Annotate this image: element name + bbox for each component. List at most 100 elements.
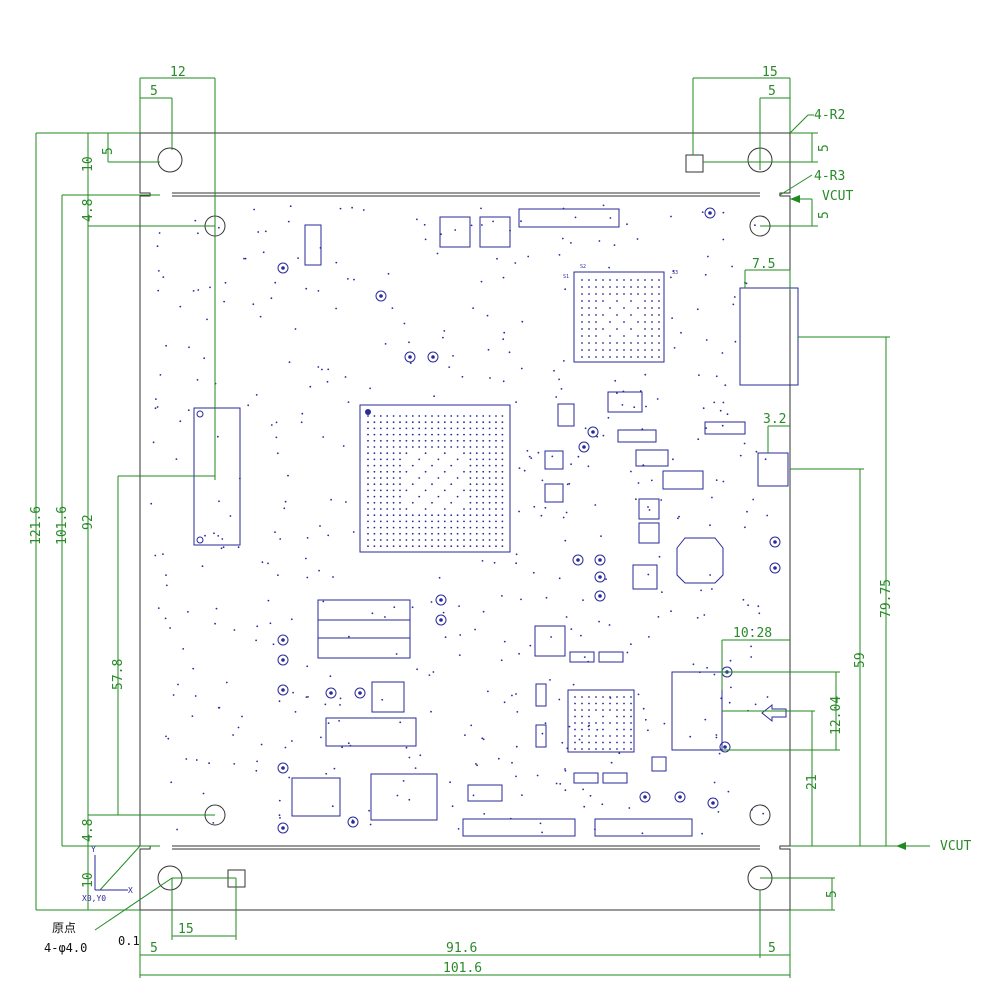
soc-ball [450, 427, 453, 430]
via [201, 565, 204, 568]
qfn-pad [630, 702, 632, 705]
via [582, 788, 584, 791]
soc-ball [450, 483, 453, 486]
via [481, 560, 484, 562]
via [670, 276, 672, 279]
soc-ball [488, 495, 491, 498]
soc-ball [450, 464, 453, 467]
via [566, 747, 569, 750]
soc-ball [456, 539, 459, 541]
soc-ball [443, 539, 446, 541]
soc-ball [469, 514, 472, 517]
soc-ball [437, 545, 440, 548]
via [568, 725, 571, 728]
round-pad-center [678, 795, 682, 799]
bga-ball [630, 356, 632, 358]
via [220, 547, 223, 550]
soc-ball [379, 526, 382, 529]
soc-ball [367, 514, 369, 517]
qfn-pad [588, 748, 590, 750]
soc-ball [367, 464, 369, 467]
via [267, 562, 269, 565]
via [511, 694, 513, 697]
via [689, 735, 692, 738]
soc-ball [418, 520, 421, 523]
via [270, 297, 273, 300]
soc-ball [373, 514, 376, 517]
via [391, 307, 394, 309]
via [275, 421, 278, 424]
bga-ball [588, 286, 590, 288]
via [270, 424, 273, 426]
bga-ball [623, 279, 625, 281]
via [562, 207, 565, 210]
bga-ball [623, 349, 625, 351]
via [701, 832, 703, 835]
via [162, 276, 165, 278]
header-bottom-1 [462, 818, 576, 837]
via [419, 754, 422, 757]
board-outline [139, 132, 791, 911]
via [319, 525, 321, 527]
via [644, 718, 647, 721]
via [177, 683, 179, 686]
soc-ball [431, 427, 433, 430]
soc-ball [392, 464, 395, 467]
soc-ball [405, 532, 408, 535]
soc-ball [373, 495, 376, 498]
via [277, 574, 279, 576]
soc-ball [373, 452, 376, 455]
bga-ball [616, 279, 618, 281]
soc-ball [424, 427, 427, 430]
qfn-pad [595, 735, 597, 737]
via [713, 781, 716, 784]
via [744, 526, 746, 529]
bga-upper-right-balls [581, 279, 660, 358]
via [387, 272, 390, 275]
via [175, 458, 178, 460]
via [197, 289, 200, 291]
part-4 [638, 498, 660, 520]
qfn-pad [588, 715, 590, 718]
bga-ball [595, 300, 597, 302]
via [403, 322, 406, 325]
via [339, 704, 341, 706]
soc-ball [488, 415, 491, 417]
bga-ball [595, 335, 597, 337]
soc-ball [450, 539, 453, 541]
via [663, 722, 666, 725]
round-pad-center [281, 766, 285, 770]
via [561, 237, 564, 240]
via [317, 366, 320, 368]
bga-ball [588, 349, 590, 351]
soc-ball [399, 458, 401, 461]
soc-ball [469, 446, 472, 448]
soc-ball [418, 514, 421, 517]
soc-ball [399, 489, 401, 492]
round-pad [347, 816, 359, 828]
via [409, 362, 412, 364]
bga-ball [651, 293, 653, 295]
via [288, 776, 291, 779]
qfn-pad [581, 696, 583, 698]
qfn-pad [609, 709, 611, 711]
via [583, 805, 586, 808]
bga-ball [637, 349, 639, 351]
soc-ball [379, 489, 382, 492]
soc-ball [501, 421, 504, 424]
via [204, 534, 206, 537]
via [588, 724, 591, 727]
qfn-pad [595, 748, 597, 750]
soc-ball [418, 495, 421, 498]
soc-ball [373, 508, 376, 510]
soc-ball [482, 545, 485, 548]
via [325, 772, 328, 775]
soc-ball [450, 439, 453, 442]
bga-ball [595, 342, 597, 344]
soc-ball [495, 415, 497, 417]
soc-ball [475, 483, 478, 486]
via [253, 208, 256, 211]
bga-ball [644, 286, 646, 288]
via [642, 707, 645, 710]
usb-connector [739, 287, 799, 386]
